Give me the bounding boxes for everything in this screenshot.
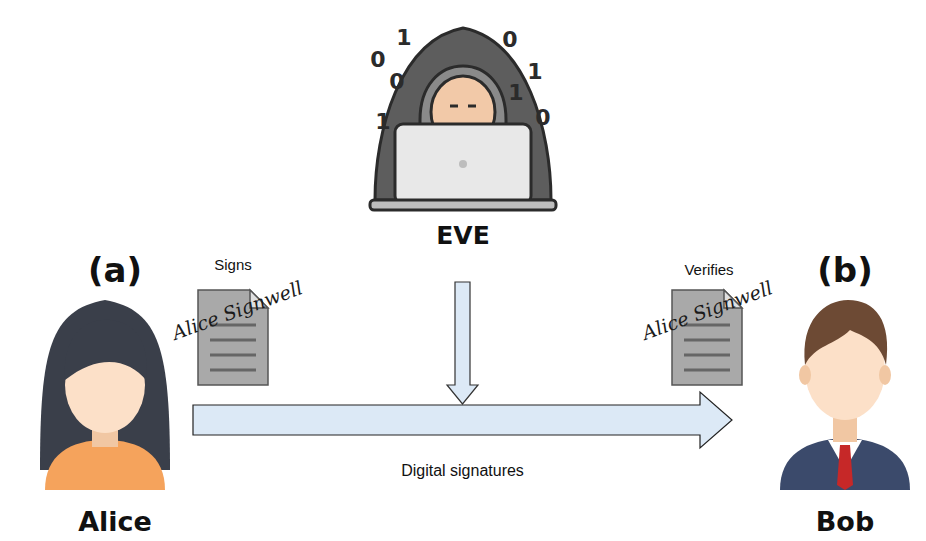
binary-digit: 1: [396, 26, 411, 50]
binary-digit: 0: [535, 106, 550, 130]
callout-letter: (b): [817, 252, 872, 289]
binary-digit: 0: [370, 48, 385, 72]
person-node: EVE: [410, 222, 516, 256]
person-name: Alice: [78, 507, 152, 537]
block-arrow: [193, 392, 732, 448]
alice-figure: [40, 300, 170, 490]
edge-label: Digital signatures: [401, 462, 524, 480]
action-label: Verifies: [684, 262, 733, 279]
binary-digit: 1: [527, 60, 542, 84]
person-node: (b) Bob: [770, 252, 920, 537]
action-label: Signs: [214, 257, 252, 274]
person-name: Bob: [816, 507, 874, 537]
bob-figure: [780, 300, 910, 490]
eve-figure: [370, 28, 556, 210]
binary-digit: 0: [389, 70, 404, 94]
intercept-arrow: [447, 282, 478, 404]
binary-digit: 1: [375, 110, 390, 134]
person-node: (a) Alice: [40, 252, 190, 537]
binary-digit: 1: [508, 81, 523, 105]
callout-letter: (a): [88, 252, 142, 289]
binary-digit: 0: [502, 28, 517, 52]
node-title: EVE: [436, 222, 490, 250]
